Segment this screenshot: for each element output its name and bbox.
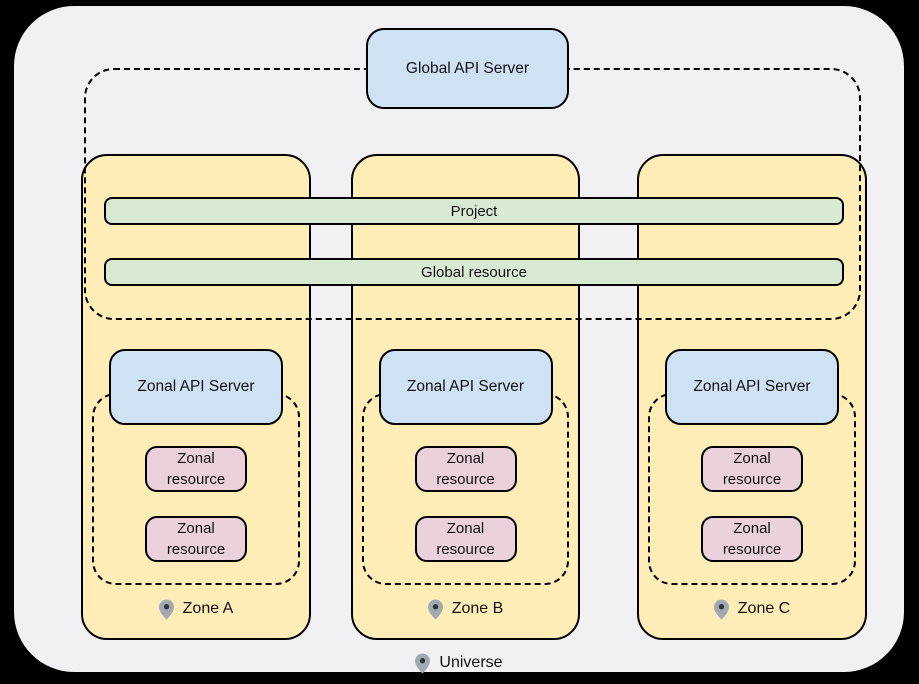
zonal-resource-label: Zonal resource: [722, 520, 782, 558]
project-bar: Project: [104, 197, 844, 225]
zone-b-container: Zonal API Server Zonal resource Zonal re…: [351, 154, 580, 640]
zone-label-text: Zone B: [451, 600, 504, 617]
zonal-resource-label: Zonal resource: [166, 450, 226, 488]
zone-label-text: Zone C: [737, 600, 791, 617]
zone-a-zonal-resource-box-1: Zonal resource: [145, 446, 247, 492]
zone-b-label: Zone B: [353, 596, 578, 622]
zonal-resource-label: Zonal resource: [166, 520, 226, 558]
location-pin-icon: [415, 653, 431, 673]
project-bar-label: Project: [450, 202, 498, 220]
location-pin-icon: [713, 599, 729, 619]
universe-label: Universe: [14, 650, 904, 676]
zone-c-label: Zone C: [639, 596, 865, 622]
zonal-resource-label: Zonal resource: [722, 450, 782, 488]
global-api-server-box: Global API Server: [366, 28, 569, 109]
location-pin-icon: [427, 599, 443, 619]
zone-b-zonal-resource-box-2: Zonal resource: [414, 516, 517, 562]
zonal-api-server-label: Zonal API Server: [137, 378, 255, 395]
universe-label-text: Universe: [439, 654, 503, 671]
zone-a-zonal-api-server-box: Zonal API Server: [109, 349, 283, 425]
global-resource-bar: Global resource: [104, 258, 844, 286]
zone-a-container: Zonal API Server Zonal resource Zonal re…: [81, 154, 311, 640]
zonal-resource-label: Zonal resource: [436, 450, 495, 488]
zone-a-zonal-resource-box-2: Zonal resource: [145, 516, 247, 562]
zonal-resource-label: Zonal resource: [436, 520, 495, 558]
zone-c-container: Zonal API Server Zonal resource Zonal re…: [637, 154, 867, 640]
global-api-server-label: Global API Server: [405, 59, 530, 77]
zone-c-zonal-api-server-box: Zonal API Server: [665, 349, 839, 425]
zonal-api-server-label: Zonal API Server: [693, 378, 811, 395]
zone-label-text: Zone A: [182, 600, 234, 617]
zone-a-label: Zone A: [83, 596, 309, 622]
zonal-api-server-label: Zonal API Server: [406, 378, 525, 395]
zone-b-zonal-resource-box-1: Zonal resource: [414, 446, 517, 492]
zone-c-zonal-resource-box-2: Zonal resource: [701, 516, 803, 562]
universe-container: Zonal API Server Zonal resource Zonal re…: [14, 6, 904, 673]
zone-c-zonal-resource-box-1: Zonal resource: [701, 446, 803, 492]
zone-b-zonal-api-server-box: Zonal API Server: [378, 349, 553, 425]
global-resource-bar-label: Global resource: [421, 263, 527, 281]
location-pin-icon: [158, 599, 174, 619]
